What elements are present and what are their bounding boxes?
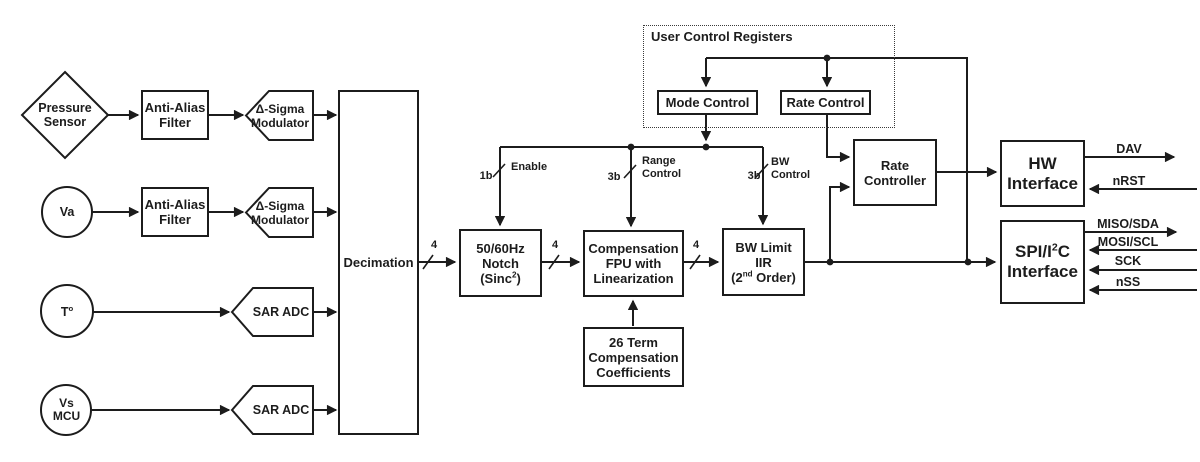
miso-sda-pin-label: MISO/SDA — [1097, 217, 1159, 231]
compensation-fpu-block: Compensation FPU with Linearization — [583, 230, 684, 297]
bw-bits-label: 3b — [747, 170, 761, 182]
delta-sigma-modulator-1-label: Δ-Sigma Modulator — [251, 101, 309, 130]
junction-dots — [627, 54, 972, 266]
dav-pin-label: DAV — [1116, 142, 1142, 156]
spi-i2c-interface-block: SPI/I2C Interface — [1000, 220, 1085, 304]
delta-sigma-modulator-2-label: Δ-Sigma Modulator — [251, 198, 309, 227]
compensation-coefficients-block: 26 Term Compensation Coefficients — [583, 327, 684, 387]
rate-control-register: Rate Control — [780, 90, 871, 115]
sar-adc-2-label: SAR ADC — [252, 403, 310, 417]
decimation-block: Decimation — [338, 90, 419, 435]
user-control-registers-group — [643, 25, 895, 128]
range-control-label: Range Control — [642, 155, 682, 180]
notch-filter-block: 50/60Hz Notch (Sinc2) — [459, 229, 542, 297]
enable-bits-label: 1b — [479, 170, 493, 182]
anti-alias-filter-2: Anti-Alias Filter — [141, 187, 209, 237]
mosi-scl-pin-label: MOSI/SCL — [1097, 235, 1159, 249]
sck-pin-label: SCK — [1114, 254, 1142, 268]
wire-external-pins — [1085, 151, 1197, 296]
pressure-sensor-label: Pressure Sensor — [38, 101, 92, 129]
wire-main-data-bus — [419, 254, 997, 270]
bus-width-dec-out: 4 — [430, 238, 438, 251]
bw-control-label: BW Control — [771, 156, 811, 181]
nss-pin-label: nSS — [1115, 275, 1141, 289]
rate-controller-block: Rate Controller — [853, 139, 937, 206]
vs-mcu-label: Vs MCU — [52, 396, 81, 423]
bus-width-notch-out: 4 — [551, 238, 559, 251]
wire-register-bus — [700, 57, 968, 262]
mode-control-register: Mode Control — [657, 90, 758, 115]
hw-interface-block: HW Interface — [1000, 140, 1085, 207]
sar-adc-1-label: SAR ADC — [252, 305, 310, 319]
user-control-registers-title: User Control Registers — [651, 28, 793, 44]
temp-label: To — [60, 303, 74, 319]
nrst-pin-label: nRST — [1112, 174, 1146, 188]
anti-alias-filter-1: Anti-Alias Filter — [141, 90, 209, 140]
pressure-sensor-diamond — [20, 70, 110, 160]
bus-width-fpu-out: 4 — [692, 238, 700, 251]
va-label: Va — [59, 205, 75, 219]
range-bits-label: 3b — [607, 171, 621, 183]
enable-label: Enable — [511, 161, 548, 173]
bw-limit-iir-block: BW Limit IIR (2nd Order) — [722, 228, 805, 296]
